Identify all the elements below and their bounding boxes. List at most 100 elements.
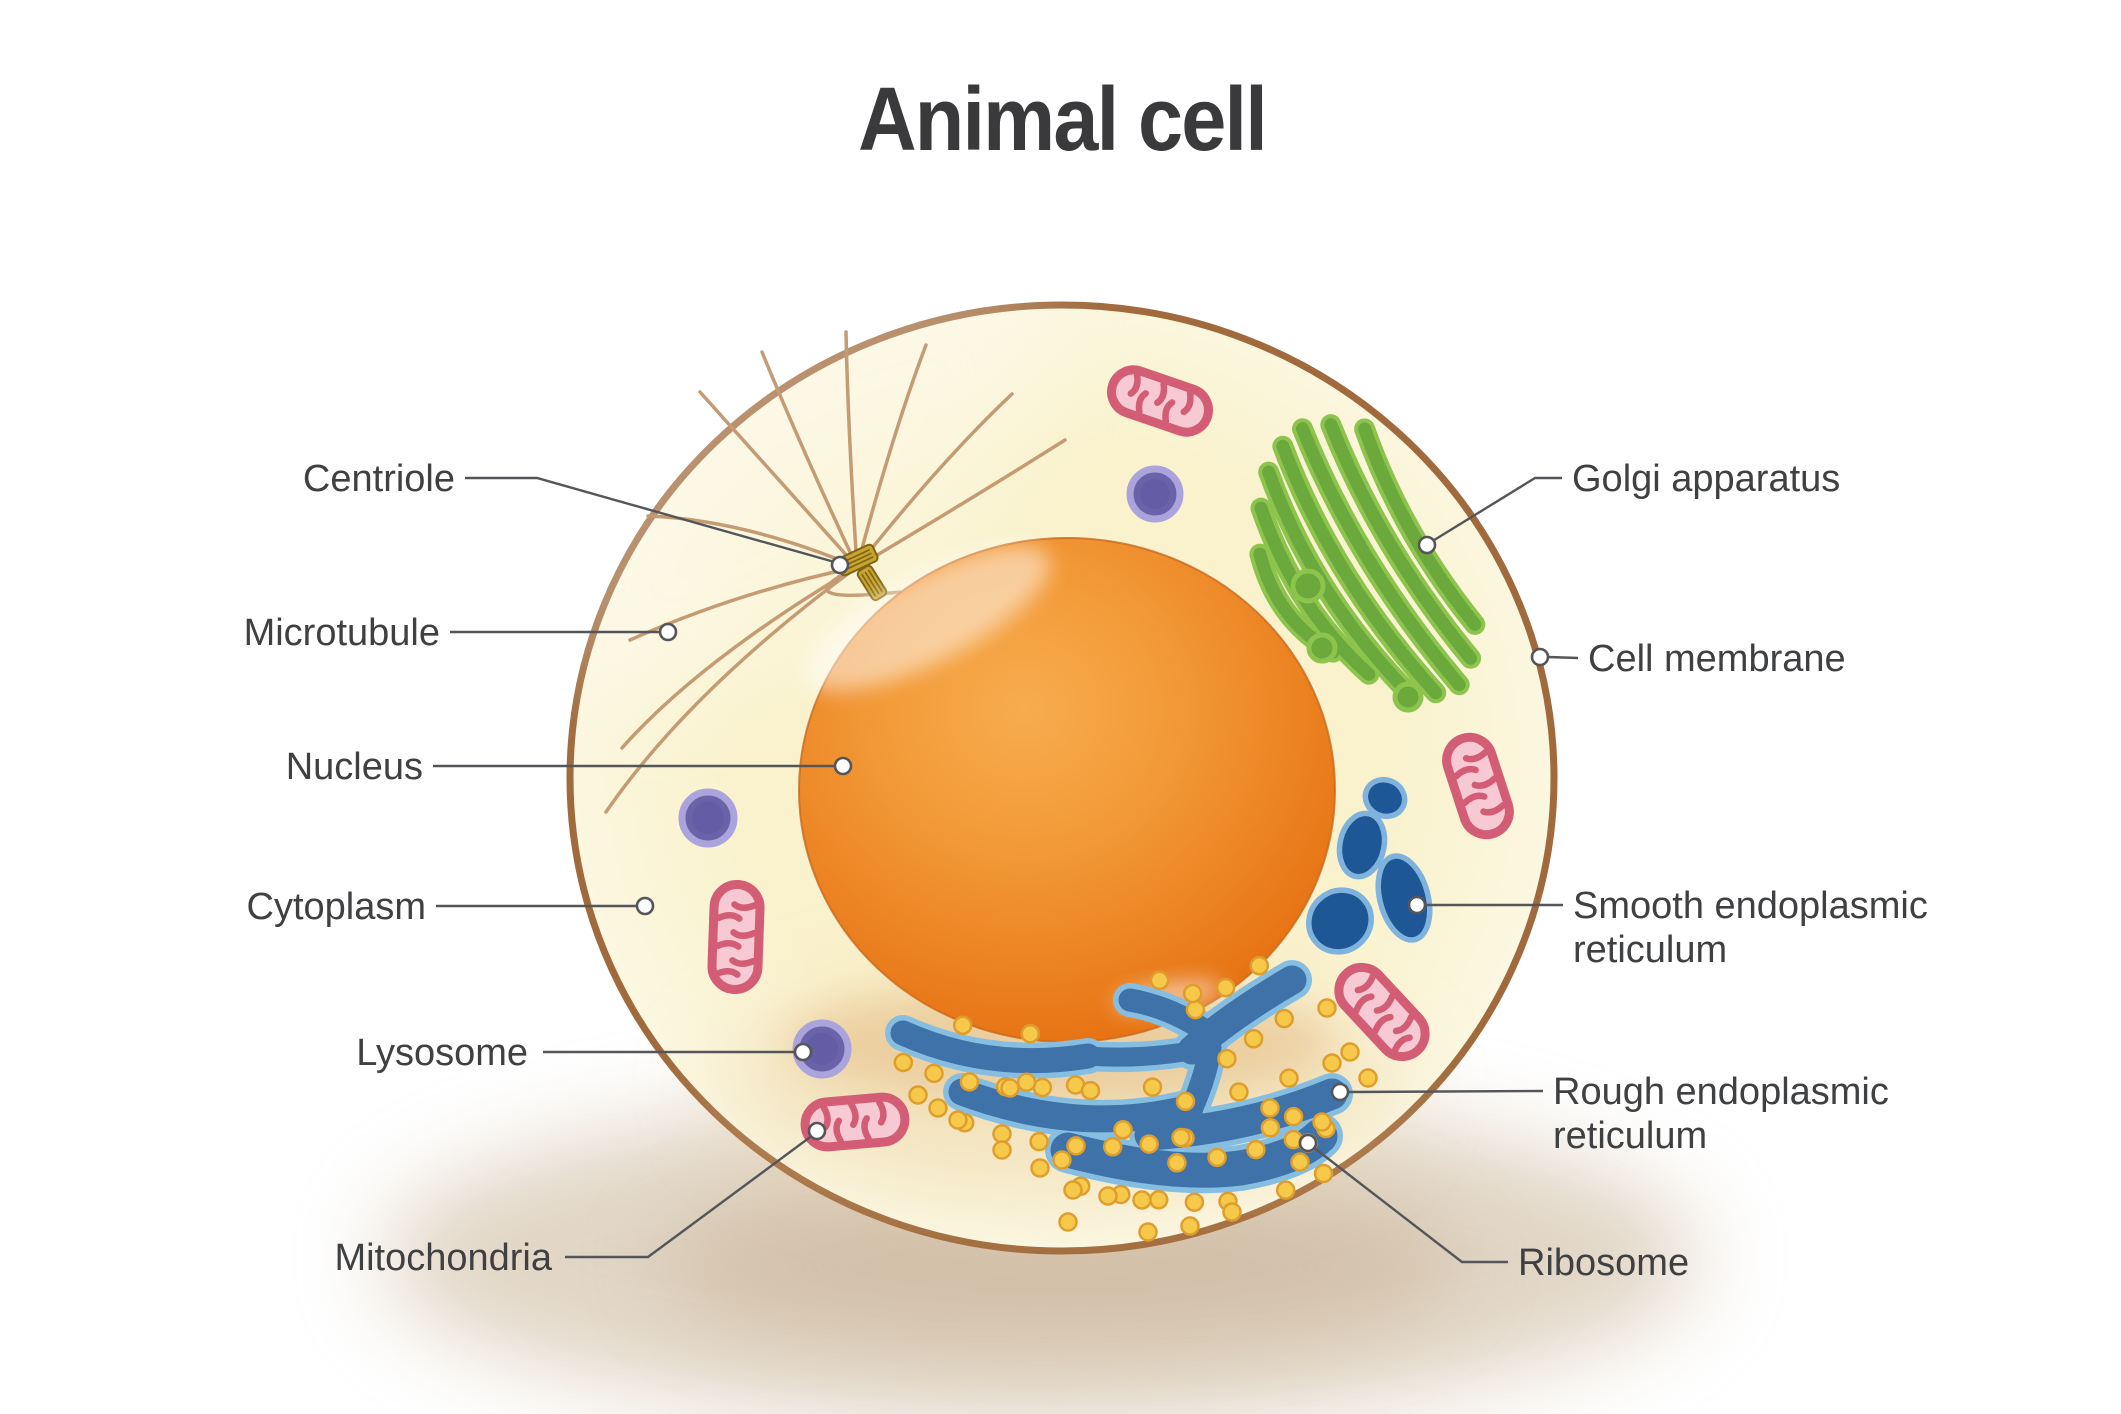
leader-dot-rough-er: [1330, 1082, 1350, 1102]
mitochondrion-crista: [1471, 775, 1498, 789]
microtubule-line: [855, 438, 1067, 569]
ribosome-dot: [1113, 1120, 1133, 1140]
smooth-er-shape: [1306, 776, 1433, 955]
mitochondrion-crista: [714, 940, 742, 950]
ribosome-dot: [1358, 1068, 1378, 1088]
leader-dot-cytoplasm: [635, 896, 655, 916]
label-lysosome: Lysosome: [356, 1032, 528, 1074]
label-centriole: Centriole: [303, 458, 455, 500]
mitochondrion-crista: [1135, 390, 1149, 416]
ribosome-dot: [1279, 1068, 1299, 1088]
mitochondrion: [1442, 732, 1514, 840]
leader-line-golgi: [1430, 476, 1562, 544]
rough-er-tubule: [948, 1078, 1204, 1133]
leader-dot-microtubule: [658, 622, 678, 642]
ribosome-dot: [1080, 1080, 1101, 1101]
ribosome-dot: [1032, 1077, 1053, 1098]
microtubule-line: [855, 343, 928, 569]
label-mitochondria: Mitochondria: [334, 1237, 552, 1279]
golgi-sac: [1358, 422, 1482, 631]
ribosome-dot: [1102, 1137, 1123, 1157]
rough-er-tubule: [1118, 988, 1224, 1048]
mitochondrion-crista: [1391, 1034, 1413, 1055]
ribosome-dot: [1030, 1158, 1050, 1178]
ribosome-dot: [1052, 1150, 1072, 1170]
ribosome-dot: [928, 1098, 948, 1118]
mitochondrion-crista: [833, 1117, 844, 1145]
ribosome-dot: [1066, 1136, 1086, 1156]
label-rough-er-1: Rough endoplasmic: [1553, 1071, 1889, 1113]
leader-dot-lysosome: [793, 1042, 813, 1062]
ribosome-dot: [1207, 1147, 1227, 1168]
centriole-stripe: [867, 569, 883, 593]
mitochondrion-crista: [861, 1115, 872, 1142]
rough-er-tubule: [890, 1020, 1101, 1074]
label-smooth-er-2: reticulum: [1573, 929, 1727, 971]
mitochondrion-crista: [876, 1099, 887, 1126]
ribosome-dot: [1215, 977, 1236, 998]
mitochondrion: [800, 1092, 910, 1152]
mitochondrion-crista: [1452, 765, 1479, 780]
smooth-er-blob: [1336, 810, 1388, 880]
mitochondrion-crista: [820, 1103, 831, 1131]
ribosome-dot: [924, 1063, 944, 1084]
ribosome-dot: [1171, 1127, 1191, 1148]
mitochondrion-crista: [729, 957, 757, 967]
ribosome-dot: [1016, 1072, 1037, 1092]
ribosome-dot: [1167, 1153, 1187, 1173]
leader-dot-ribosome: [1298, 1133, 1318, 1153]
golgi-vesicle: [1290, 568, 1326, 604]
ribosome-dot: [893, 1052, 914, 1073]
leader-dot-smooth-er: [1407, 895, 1427, 915]
mitochondrion-crista: [730, 929, 758, 939]
leader-lines: [433, 476, 1579, 1264]
ribosome-dot: [1182, 983, 1203, 1004]
mitochondrion-crista: [1462, 748, 1490, 763]
rough-er-tubule: [1078, 1040, 1206, 1067]
golgi-sac: [1276, 439, 1443, 700]
microtubule-line: [844, 330, 859, 569]
label-ribosome: Ribosome: [1518, 1242, 1689, 1284]
microtubule-line: [760, 350, 859, 569]
leader-line-centriole: [465, 476, 839, 565]
centriole-stripe: [861, 573, 877, 597]
leader-dot-cell-membrane: [1530, 647, 1550, 667]
ribosome-dot: [1098, 1186, 1118, 1206]
leader-dot-golgi: [1417, 535, 1437, 555]
label-cytoplasm: Cytoplasm: [247, 886, 427, 928]
ribosome-dots: [893, 956, 1378, 1242]
label-rough-er-2: reticulum: [1553, 1115, 1707, 1157]
mitochondrion-crista: [1162, 399, 1176, 425]
mitochondrion-crista: [713, 968, 741, 978]
microtubule-line: [698, 390, 859, 569]
mitochondrion-crista: [1354, 972, 1377, 994]
ribosome-dot: [952, 1015, 973, 1036]
microtubules: [604, 330, 1067, 814]
ribosome-dot: [1312, 1112, 1332, 1132]
mitochondrion-crista: [1392, 1013, 1415, 1035]
ribosome-dot: [1180, 1216, 1200, 1236]
ribosome-dot: [1020, 1023, 1041, 1044]
golgi-vesicle: [1392, 681, 1424, 713]
smooth-er-blob: [1362, 776, 1408, 820]
ribosome-dot: [959, 1072, 980, 1092]
rough-er-shape: [885, 960, 1353, 1194]
ribosome-dot: [1142, 1077, 1163, 1097]
mitochondrion: [1107, 365, 1213, 437]
ribosome-dot: [1246, 1139, 1266, 1160]
lysosome-core: [806, 1033, 838, 1065]
ribosome-dot: [1275, 1180, 1296, 1200]
golgi-sac: [1324, 418, 1478, 665]
leader-line-mitochondria: [565, 1134, 814, 1259]
ribosome-dot: [992, 1140, 1012, 1160]
ribosome-dot: [1185, 999, 1206, 1020]
leader-dot-nucleus: [833, 756, 853, 776]
ribosome-dot: [1229, 1082, 1249, 1102]
ribosome-dot: [1058, 1212, 1078, 1232]
microtubule-line: [646, 514, 859, 569]
mitochondrion-crista: [715, 912, 743, 922]
mitochondria-shapes: [707, 365, 1514, 1152]
centriole-stripe: [864, 571, 880, 595]
